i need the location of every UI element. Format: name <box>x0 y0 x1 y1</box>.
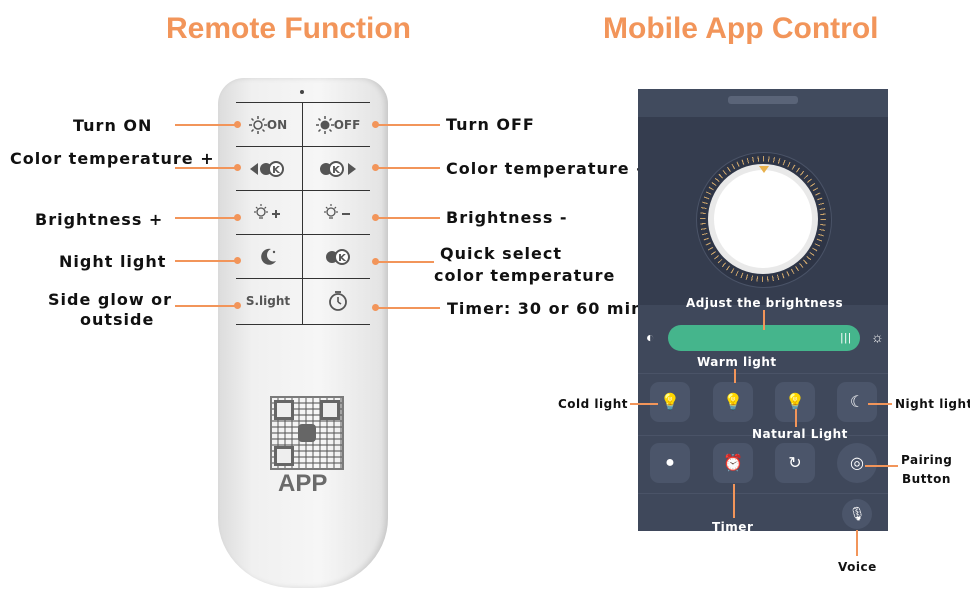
label-adjust-brightness: Adjust the brightness <box>686 296 844 310</box>
app-text: APP <box>278 470 328 497</box>
led-indicator <box>300 90 304 94</box>
qr-code <box>270 396 344 470</box>
brightness-minus-button[interactable] <box>306 194 370 232</box>
app-top-bar <box>638 89 888 117</box>
alarm-clock-icon: ⏰ <box>723 455 743 472</box>
svg-text:K: K <box>338 253 347 264</box>
remote-control: ON OFF K K <box>218 78 388 588</box>
dim-icon: ◐ <box>646 329 655 345</box>
night-light-button[interactable] <box>236 238 300 276</box>
bright-icon: ☼ <box>871 329 884 345</box>
label-turn-off: Turn OFF <box>446 115 535 134</box>
fingerprint-icon: ◎ <box>850 455 864 472</box>
mobile-app-heading: Mobile App Control <box>603 12 879 45</box>
brightness-plus-icon <box>254 204 280 219</box>
moon-icon: ☾ <box>849 394 865 411</box>
sun-outline-icon <box>248 116 267 134</box>
slider-grip-icon: ||| <box>840 332 852 344</box>
bulb-n-icon: 💡 <box>785 394 805 411</box>
label-pairing-2: Button <box>902 472 951 486</box>
brightness-minus-icon <box>324 204 350 219</box>
brightness-knob[interactable] <box>714 170 812 268</box>
cold-light-button[interactable]: 💡 <box>650 382 690 422</box>
label-warm-light: Warm light <box>697 355 777 369</box>
reset-icon: ↻ <box>788 455 802 472</box>
color-temp-left-icon: K <box>250 161 284 177</box>
warm-light-button[interactable]: 💡 <box>713 382 753 422</box>
label-timer-app: Timer <box>712 520 754 534</box>
sun-filled-icon <box>315 116 334 134</box>
label-quick-select-2: color temperature <box>434 266 616 285</box>
brightness-plus-button[interactable] <box>236 194 300 232</box>
on-text: ON <box>266 118 288 132</box>
label-brightness-plus: Brightness + <box>35 210 164 229</box>
timer-app-button[interactable]: ⏰ <box>713 443 753 483</box>
quick-select-color-temp-button[interactable]: K <box>306 238 370 276</box>
turn-off-button[interactable]: OFF <box>306 106 370 144</box>
turn-on-button[interactable]: ON <box>236 106 300 144</box>
label-turn-on: Turn ON <box>73 116 153 135</box>
color-temp-icon: K <box>326 249 350 265</box>
color-temp-plus-button[interactable]: K <box>236 150 300 188</box>
svg-text:K: K <box>272 165 281 176</box>
label-voice: Voice <box>838 560 877 574</box>
label-side-glow-1: Side glow or <box>48 290 173 309</box>
label-quick-select-1: Quick select <box>440 244 563 263</box>
stopwatch-icon <box>329 291 347 311</box>
label-night-light: Night light <box>59 252 167 271</box>
off-text: OFF <box>333 118 361 132</box>
bulb-w-icon: 💡 <box>660 394 680 411</box>
label-cold-light: Cold light <box>558 397 629 411</box>
label-pairing-1: Pairing <box>901 453 953 467</box>
side-light-button[interactable]: S.light <box>236 282 300 320</box>
bulb-button[interactable]: ● <box>650 443 690 483</box>
label-brightness-minus: Brightness - <box>446 208 568 227</box>
label-night-light-app: Night light <box>895 397 970 411</box>
label-color-temp-plus: Color temperature + <box>10 149 215 168</box>
remote-function-heading: Remote Function <box>166 12 411 45</box>
moon-icon <box>261 248 276 265</box>
dial-marker <box>759 166 769 173</box>
color-temp-right-icon: K <box>320 161 356 177</box>
label-timer-remote: Timer: 30 or 60 min <box>447 299 644 318</box>
voice-button[interactable]: 🎙 <box>842 499 872 529</box>
label-side-glow-2: outside <box>80 310 155 329</box>
microphone-icon: 🎙 <box>848 506 866 521</box>
svg-text:K: K <box>332 165 341 176</box>
pairing-button[interactable]: ◎ <box>837 443 877 483</box>
night-light-app-button[interactable]: ☾ <box>837 382 877 422</box>
color-temp-minus-button[interactable]: K <box>306 150 370 188</box>
label-natural-light: Natural Light <box>752 427 848 441</box>
bulb-icon: ● <box>665 454 675 471</box>
bulb-y-icon: 💡 <box>723 394 743 411</box>
slight-text: S.light <box>245 294 291 308</box>
reset-button[interactable]: ↻ <box>775 443 815 483</box>
label-color-temp-minus: Color temperature - <box>446 159 644 178</box>
timer-button[interactable] <box>306 282 370 320</box>
